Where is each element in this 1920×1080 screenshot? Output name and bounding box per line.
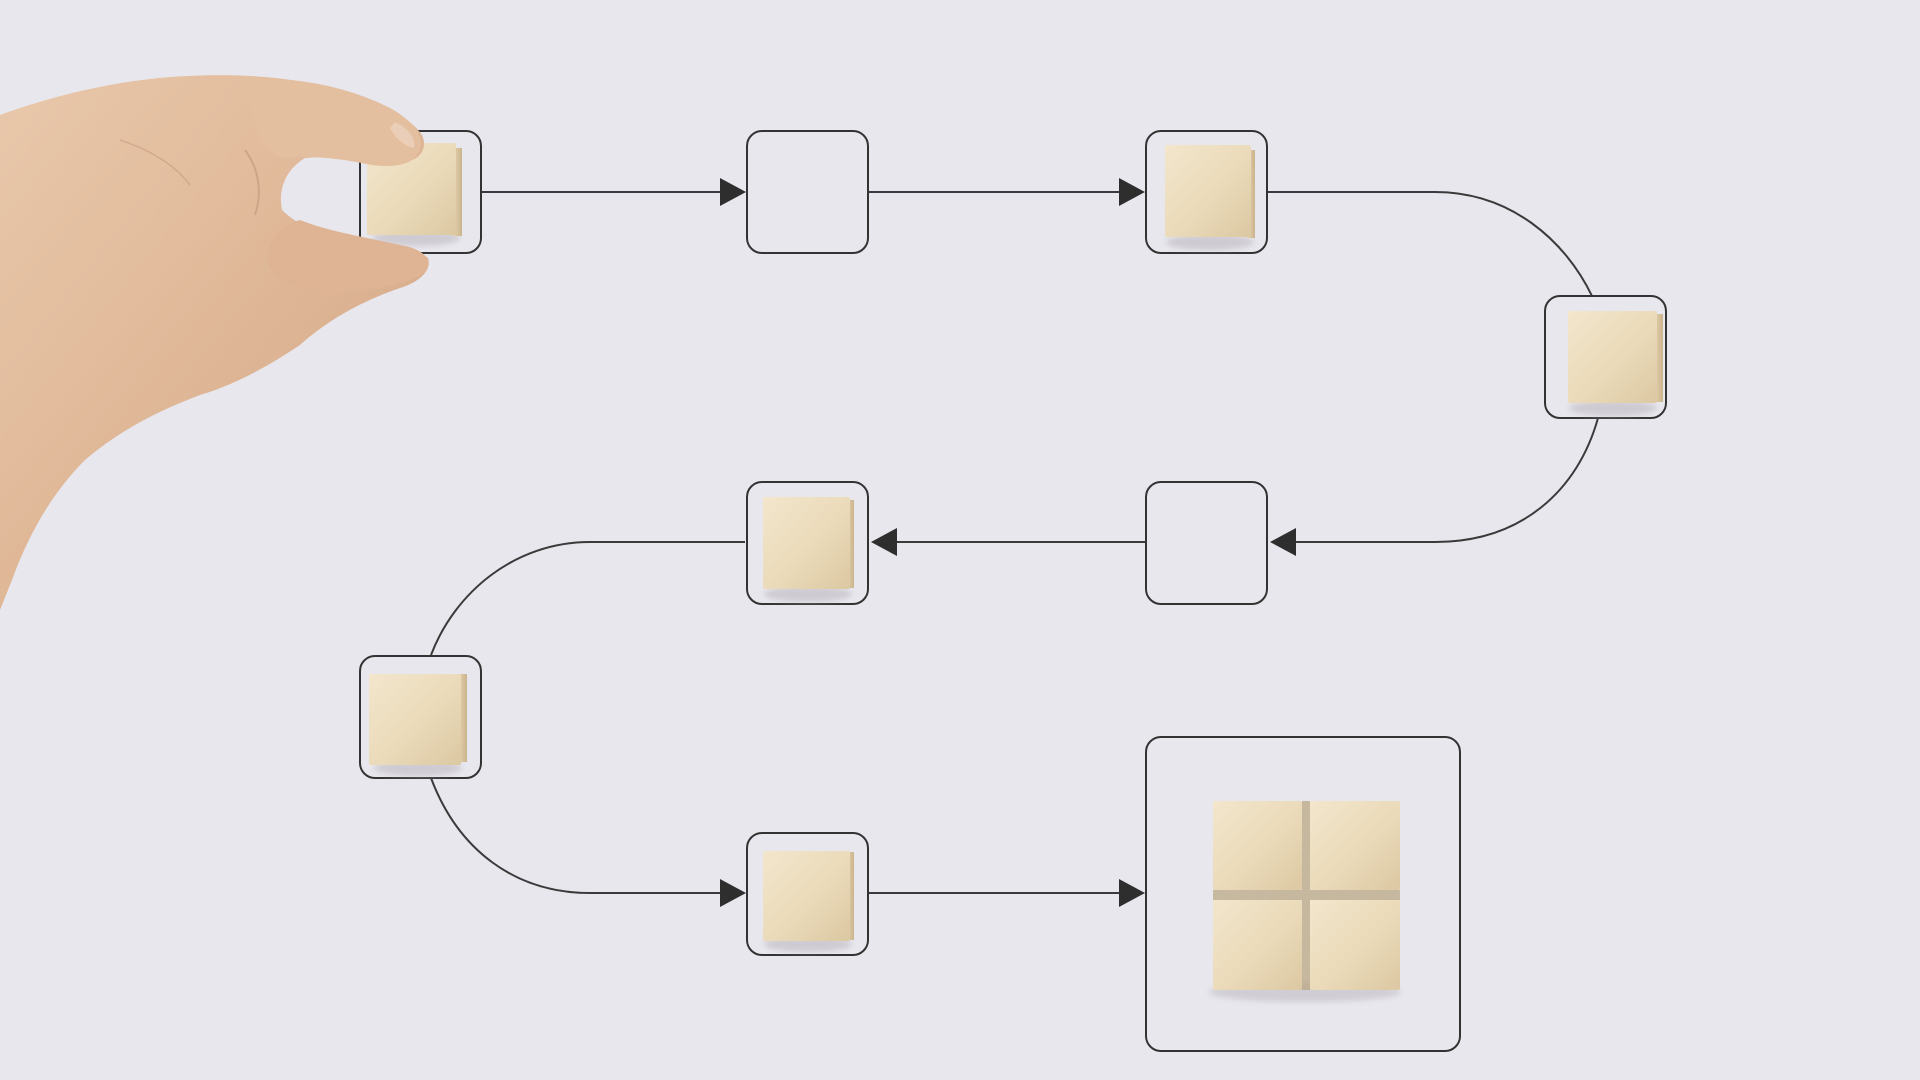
final-frame <box>1145 736 1461 1052</box>
wooden-block <box>1165 145 1255 250</box>
wooden-block <box>369 674 467 776</box>
block-side <box>458 674 467 762</box>
block-shadow <box>1569 400 1657 416</box>
connector-7-8 <box>430 777 728 894</box>
step-frame-4 <box>1544 295 1667 419</box>
arrowhead-right <box>1119 879 1145 907</box>
block-side <box>453 148 462 236</box>
final-block-cluster <box>1209 801 1401 1002</box>
wooden-block <box>763 851 854 952</box>
cluster-gap-horizontal <box>1213 890 1400 900</box>
arrowhead-right <box>720 879 746 907</box>
block-shadow <box>1166 234 1254 250</box>
arrowhead-left <box>1270 528 1296 556</box>
arrowhead-right <box>720 178 746 206</box>
block-shadow <box>764 586 852 602</box>
wooden-blocks <box>367 143 1663 952</box>
arrowhead-right <box>1119 178 1145 206</box>
connector-6-7 <box>430 541 745 656</box>
hand <box>0 75 429 611</box>
hand-knuckle-crease <box>119 139 191 186</box>
step-frame-8 <box>746 832 869 956</box>
block-face <box>1165 145 1251 237</box>
flow-connectors <box>430 191 1599 894</box>
cluster-block <box>1213 900 1302 990</box>
block-side <box>1654 314 1663 402</box>
block-face <box>763 497 850 589</box>
cluster-gaps <box>1213 801 1400 990</box>
connector-3-4 <box>1268 191 1593 297</box>
step-frame-2 <box>746 130 869 254</box>
block-face <box>1568 311 1657 403</box>
flow-arrowheads <box>720 178 1296 907</box>
hand-palm <box>0 75 429 611</box>
cluster-block <box>1310 900 1400 990</box>
block-face <box>369 674 461 765</box>
block-face <box>763 851 850 941</box>
cluster-block <box>1310 801 1400 890</box>
hand-fingernail <box>390 122 415 148</box>
step-frame-5 <box>1145 481 1268 605</box>
hand-thumb <box>267 220 429 293</box>
step-frame-6 <box>746 481 869 605</box>
hand-index-finger <box>249 79 421 167</box>
arrowhead-left <box>871 528 897 556</box>
step-frame-3 <box>1145 130 1268 254</box>
wooden-block <box>1568 311 1663 416</box>
connector-4-5 <box>1290 417 1599 543</box>
wooden-block <box>763 497 854 602</box>
step-frame-7 <box>359 655 482 779</box>
hand-knuckle-crease <box>244 149 260 216</box>
cluster-block <box>1213 801 1302 890</box>
